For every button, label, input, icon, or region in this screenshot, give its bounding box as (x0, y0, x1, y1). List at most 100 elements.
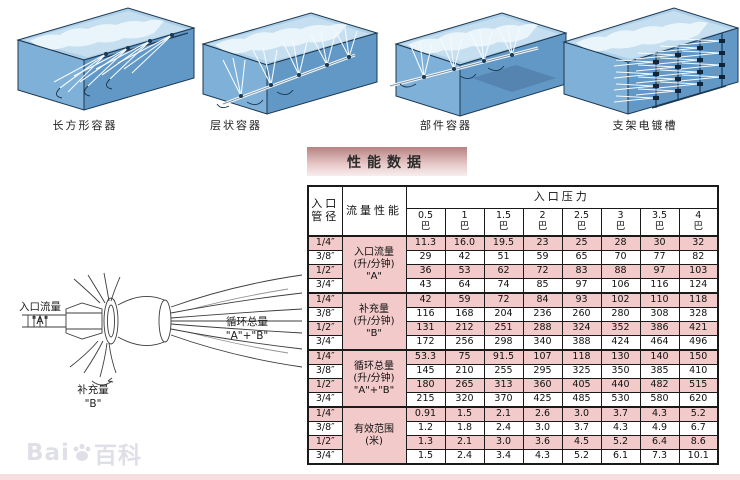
value-cell: 64 (444, 278, 485, 294)
value-cell: 29 (405, 250, 446, 265)
value-cell: 255 (483, 364, 524, 379)
value-cell: 97 (561, 278, 602, 294)
value-cell: 77 (639, 250, 680, 265)
value-cell: 2.1 (444, 435, 485, 450)
value-cell: 295 (522, 364, 563, 379)
value-cell: 2.1 (483, 406, 524, 422)
value-cell: 140 (639, 349, 680, 365)
header-inlet-pressure: 入口压力 (405, 185, 719, 209)
value-cell: 482 (639, 378, 680, 393)
value-cell: 496 (678, 335, 719, 351)
value-cell: 256 (444, 335, 485, 351)
value-cell: 204 (483, 307, 524, 322)
value-cell: 91.5 (483, 349, 524, 365)
value-cell: 328 (678, 307, 719, 322)
value-cell: 352 (600, 321, 641, 336)
pipe-size-cell: 1/4″ (307, 349, 343, 365)
value-cell: 424 (600, 335, 641, 351)
value-cell: 4.9 (639, 421, 680, 436)
flow-metric-label: 循环总量(升/分钟)"A"+"B" (341, 349, 407, 408)
tank-layered-drawing (201, 12, 379, 115)
value-cell: 116 (639, 278, 680, 294)
value-cell: 36 (405, 264, 446, 279)
value-cell: 515 (678, 378, 719, 393)
value-cell: 103 (678, 264, 719, 279)
pipe-size-cell: 3/8″ (307, 307, 343, 322)
value-cell: 350 (600, 364, 641, 379)
value-cell: 180 (405, 378, 446, 393)
value-cell: 130 (600, 349, 641, 365)
value-cell: 97 (639, 264, 680, 279)
value-cell: 6.7 (678, 421, 719, 436)
value-cell: 3.7 (600, 406, 641, 422)
value-cell: 620 (678, 392, 719, 408)
value-cell: 360 (522, 378, 563, 393)
value-cell: 10.1 (678, 449, 719, 465)
value-cell: 23 (522, 235, 563, 251)
eductor-drawing (22, 272, 303, 386)
value-cell: 82 (678, 250, 719, 265)
value-cell: 386 (639, 321, 680, 336)
header-flow-performance: 流量性能 (341, 185, 407, 237)
value-cell: 4.5 (561, 435, 602, 450)
value-cell: 106 (600, 278, 641, 294)
value-cell: 51 (483, 250, 524, 265)
value-cell: 3.6 (522, 435, 563, 450)
value-cell: 28 (600, 235, 641, 251)
circulation-symbol: "A"+"B" (225, 330, 269, 343)
eductor-diagram (8, 263, 308, 413)
pipe-size-cell: 3/8″ (307, 421, 343, 436)
value-cell: 84 (522, 292, 563, 308)
makeup-flow-label: 补充量"B" (77, 384, 109, 411)
value-cell: 150 (678, 349, 719, 365)
paw-icon (73, 443, 91, 461)
value-cell: 1.8 (444, 421, 485, 436)
value-cell: 83 (561, 264, 602, 279)
pipe-size-cell: 1/2″ (307, 321, 343, 336)
value-cell: 0.91 (405, 406, 446, 422)
flow-metric-label: 有效范围(米) (341, 406, 407, 465)
value-cell: 251 (483, 321, 524, 336)
value-cell: 85 (522, 278, 563, 294)
value-cell: 236 (522, 307, 563, 322)
value-cell: 210 (444, 364, 485, 379)
value-cell: 425 (522, 392, 563, 408)
value-cell: 118 (678, 292, 719, 308)
value-cell: 118 (561, 349, 602, 365)
value-cell: 42 (444, 250, 485, 265)
value-cell: 7.3 (639, 449, 680, 465)
pipe-size-cell: 1/4″ (307, 406, 343, 422)
value-cell: 440 (600, 378, 641, 393)
makeup-symbol: "B" (84, 398, 102, 411)
value-cell: 62 (483, 264, 524, 279)
value-cell: 5.2 (600, 435, 641, 450)
value-cell: 116 (405, 307, 446, 322)
value-cell: 464 (639, 335, 680, 351)
container-label-rectangular: 长方形容器 (52, 119, 118, 132)
value-cell: 410 (678, 364, 719, 379)
value-cell: 110 (639, 292, 680, 308)
value-cell: 145 (405, 364, 446, 379)
value-cell: 1.5 (444, 406, 485, 422)
value-cell: 260 (561, 307, 602, 322)
value-cell: 88 (600, 264, 641, 279)
value-cell: 5.2 (561, 449, 602, 465)
value-cell: 1.3 (405, 435, 446, 450)
value-cell: 2.6 (522, 406, 563, 422)
tank-rack-drawing (562, 7, 740, 115)
